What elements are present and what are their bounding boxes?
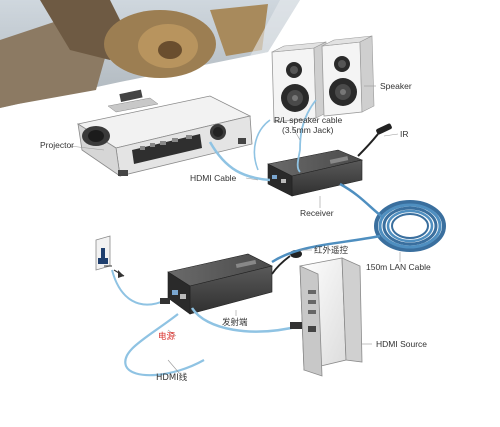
hdmi-source-device bbox=[299, 257, 363, 377]
label-ir-remote-cn: 红外遥控 bbox=[314, 245, 349, 256]
label-projector: Projector bbox=[40, 140, 74, 150]
label-speaker: Speaker bbox=[380, 81, 412, 91]
label-rl-cable-2: (3.5mm Jack) bbox=[282, 125, 334, 135]
lan-cable-coil bbox=[374, 200, 446, 252]
speaker-left bbox=[271, 41, 329, 123]
label-lan-cable: 150m LAN Cable bbox=[366, 262, 431, 272]
power-outlet bbox=[95, 235, 125, 278]
label-hdmi-line-cn: HDMI线 bbox=[156, 372, 188, 383]
label-rl-cable-1: R/L speaker cable bbox=[274, 115, 342, 125]
cables bbox=[111, 99, 385, 377]
label-ir: IR bbox=[400, 129, 409, 139]
transmitter-device bbox=[167, 253, 273, 315]
label-hdmi-source: HDMI Source bbox=[376, 339, 427, 349]
label-hdmi-cable: HDMI Cable bbox=[190, 173, 237, 183]
leader-lines bbox=[69, 85, 401, 375]
projected-image bbox=[0, 0, 300, 108]
label-power-cn: 电源 bbox=[158, 331, 176, 342]
label-receiver: Receiver bbox=[300, 208, 334, 218]
ir-sensor bbox=[357, 123, 392, 157]
receiver-device bbox=[267, 149, 363, 197]
projector bbox=[76, 89, 253, 177]
label-transmitter-cn: 发射端 bbox=[222, 317, 248, 328]
speaker-right bbox=[321, 35, 375, 117]
